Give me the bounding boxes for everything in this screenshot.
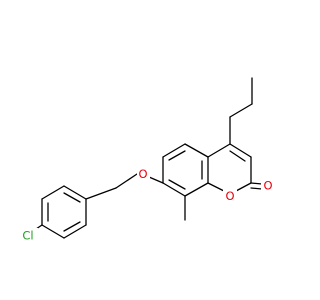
bond	[63, 221, 81, 232]
atom-label-layer: Cl O O O	[18, 167, 275, 243]
bond	[85, 187, 117, 200]
bond	[148, 176, 164, 184]
bond	[115, 173, 138, 189]
bond	[250, 182, 263, 185]
ring-oxygen-atom: O	[223, 189, 237, 204]
ring-oxygen-label: O	[225, 189, 234, 203]
chlorine-atom: Cl	[18, 228, 38, 243]
molecule-diagram: Cl O O O	[18, 77, 275, 243]
bond	[229, 143, 252, 158]
structure-canvas: Cl O O O	[18, 77, 275, 243]
chlorine-atom-label: Cl	[22, 229, 33, 243]
bond	[207, 143, 231, 158]
bond	[184, 143, 209, 158]
bond	[207, 182, 225, 192]
ether-oxygen-label: O	[138, 167, 147, 181]
bond	[229, 103, 253, 118]
bond	[229, 150, 246, 162]
bond	[168, 150, 186, 161]
carbonyl-oxygen-label: O	[263, 179, 272, 193]
bond	[63, 185, 87, 200]
ether-oxygen-atom: O	[137, 167, 150, 182]
bond-layer	[35, 77, 263, 239]
bond	[41, 185, 65, 200]
bond	[168, 179, 186, 190]
bond	[235, 182, 252, 192]
bond	[41, 224, 65, 239]
bond	[184, 182, 209, 197]
bond	[63, 224, 87, 239]
bond	[63, 192, 81, 203]
bond	[162, 143, 186, 158]
bond	[250, 187, 263, 190]
bond	[162, 182, 186, 197]
carbonyl-oxygen-atom: O	[261, 178, 275, 193]
